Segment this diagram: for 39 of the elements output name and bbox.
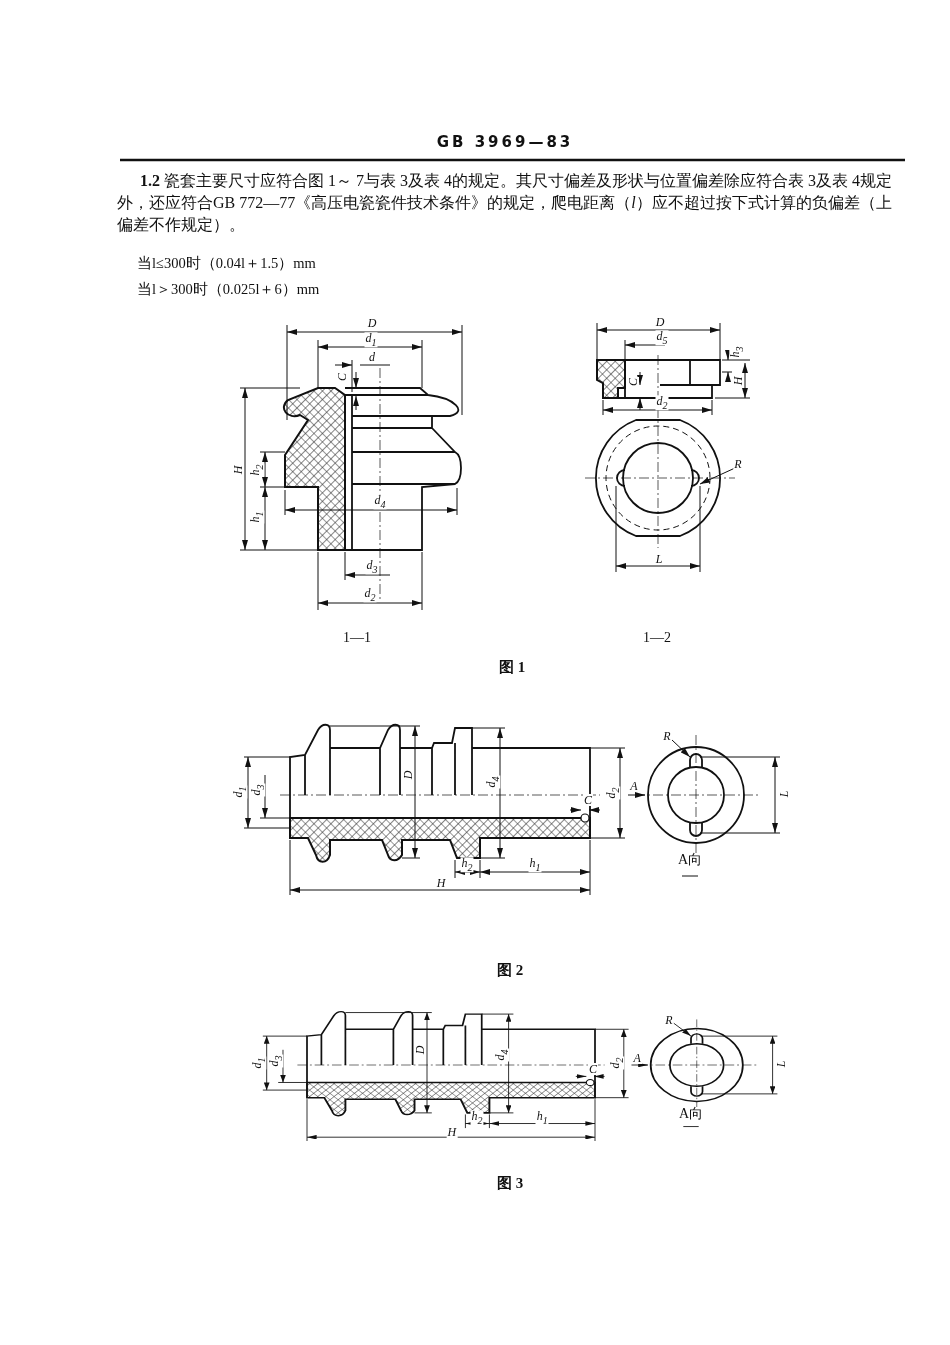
dimension-label: D xyxy=(402,769,414,781)
dimension-label: R xyxy=(664,1014,674,1027)
view-label: 1—1 xyxy=(342,631,372,645)
dimension-label: h$_{2}$ xyxy=(470,1110,484,1126)
dimension-label: d$_{2}$ xyxy=(655,395,669,411)
figure-caption: 图 1 xyxy=(497,659,527,675)
dimension-label: d$_{2}$ xyxy=(363,587,377,603)
dimension-label: d$_{1}$ xyxy=(364,332,378,348)
figure-caption: 图 3 xyxy=(495,1175,525,1191)
dimension-label: h$_{2}$ xyxy=(460,857,474,873)
view-direction-label: A xyxy=(629,780,639,792)
dimension-label: D xyxy=(654,316,666,328)
dimension-label: C xyxy=(336,372,348,382)
view-direction-label: A xyxy=(632,1052,642,1065)
body-paragraph: 1.2 瓷套主要尺寸应符合图 1～ 7与表 3及表 4的规定。其尺寸偏差及形状与位置偏差除应符合表 3及表 4规定外，还应符合GB 772—77《高压电瓷瓷件技术条件》的规定，爬电距离（l）应不超过按下式计算的负偏差（上偏差不作规定）。 xyxy=(117,171,893,235)
dimension-label: d$_{4}$ xyxy=(373,494,387,510)
dimension-label: C xyxy=(583,794,593,806)
dimension-label: H xyxy=(435,877,447,889)
formula-line: 当l≤300时（0.04l＋1.5）mm xyxy=(137,256,316,271)
dimension-label: d xyxy=(368,351,376,363)
view-label: 1—2 xyxy=(642,631,672,645)
dimension-label: h$_{1}$ xyxy=(535,1110,549,1126)
dimension-label: D xyxy=(414,1044,427,1056)
dimension-label: L xyxy=(775,1059,788,1069)
formula-line: 当l＞300时（0.025l＋6）mm xyxy=(137,282,320,297)
dimension-label: h$_{1}$ xyxy=(528,857,542,873)
dimension-label: C xyxy=(627,377,639,387)
dimension-label: L xyxy=(654,553,664,565)
dimension-label: d$_{3}$ xyxy=(365,559,379,575)
dimension-label: H xyxy=(232,464,244,476)
dimension-label: D xyxy=(366,317,378,329)
figure-caption: 图 2 xyxy=(495,962,525,978)
dimension-label: R xyxy=(733,458,743,470)
dimension-label: H xyxy=(446,1125,458,1138)
dimension-label: d$_{5}$ xyxy=(655,330,669,346)
dimension-label: R xyxy=(662,730,672,742)
dimension-label: L xyxy=(778,789,790,799)
dimension-label: H xyxy=(732,375,744,387)
dimension-label: C xyxy=(588,1062,599,1075)
